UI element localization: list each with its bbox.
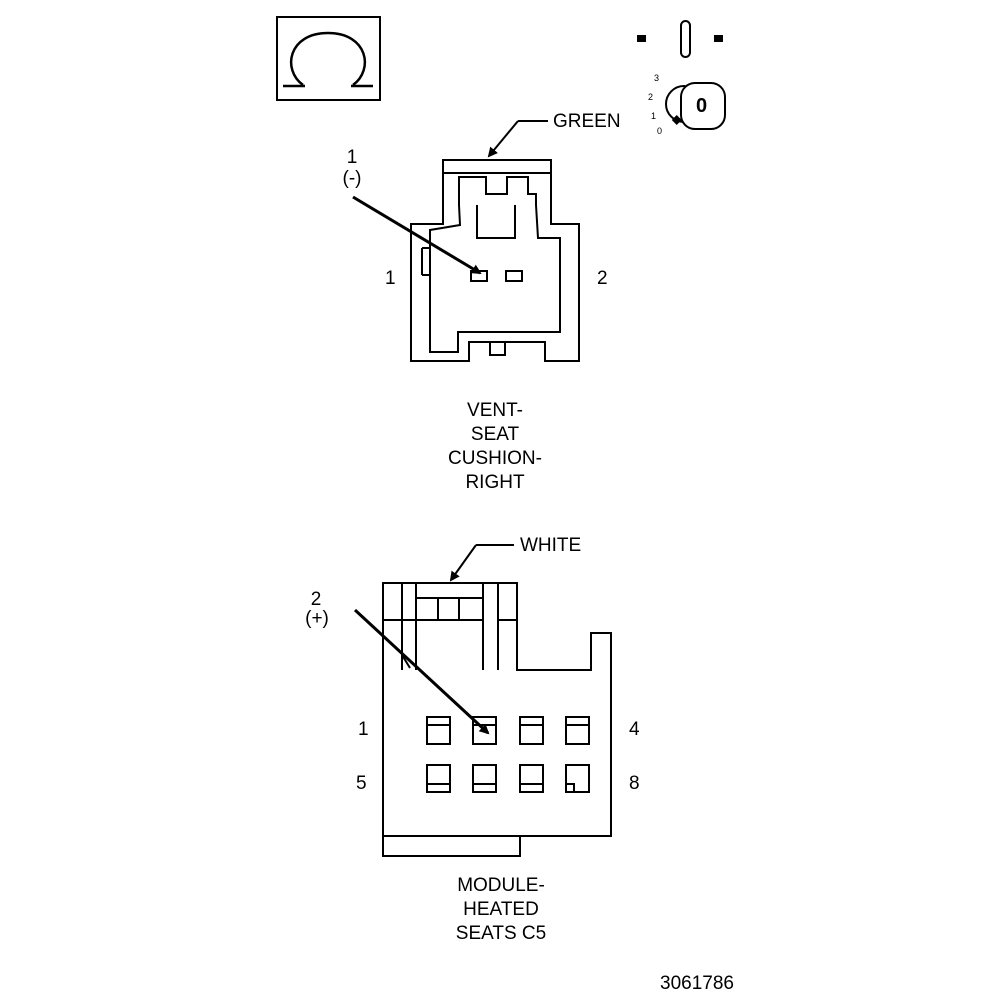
probe-polarity-bottom: (+) [305, 608, 329, 629]
key-label: 0 [696, 95, 708, 117]
white-leader [449, 544, 514, 582]
color-label-white: WHITE [520, 535, 582, 556]
figure-number: 3061786 [660, 973, 734, 994]
title-top-line-2: SEAT [470, 424, 520, 445]
probe-pin-top: 1 [346, 147, 358, 168]
probe-polarity-top: (-) [342, 168, 362, 189]
pin-label-8-bottom: 8 [629, 773, 640, 794]
probe-arrow-bottom [353, 608, 490, 735]
key-position-0: 0 [657, 126, 663, 136]
probe-arrow-top [352, 195, 482, 275]
key-position-3: 3 [654, 73, 660, 83]
green-leader [487, 120, 548, 158]
title-top-line-1: VENT- [467, 400, 523, 421]
pin-label-5-bottom: 5 [356, 773, 367, 794]
pin-label-1-top: 1 [385, 268, 396, 289]
title-bottom-line-3: SEATS C5 [455, 923, 547, 944]
title-bottom-line-1: MODULE- [457, 875, 545, 896]
ignition-off-icon [637, 20, 723, 58]
ohmmeter-symbol [276, 16, 381, 101]
key-position-1: 1 [651, 111, 657, 121]
key-position-2: 2 [648, 92, 654, 102]
title-top-line-3: CUSHION- [448, 448, 542, 469]
pin-label-2-top: 2 [597, 268, 608, 289]
connector-module-heated-seats-c5 [382, 582, 612, 857]
color-label-green: GREEN [553, 111, 621, 132]
connector-vent-seat-cushion-right [410, 159, 580, 362]
probe-pin-bottom: 2 [310, 589, 322, 610]
title-top-line-4: RIGHT [465, 472, 525, 493]
pin-label-4-bottom: 4 [629, 719, 640, 740]
title-bottom-line-2: HEATED [463, 899, 539, 920]
pin-label-1-bottom: 1 [358, 719, 369, 740]
